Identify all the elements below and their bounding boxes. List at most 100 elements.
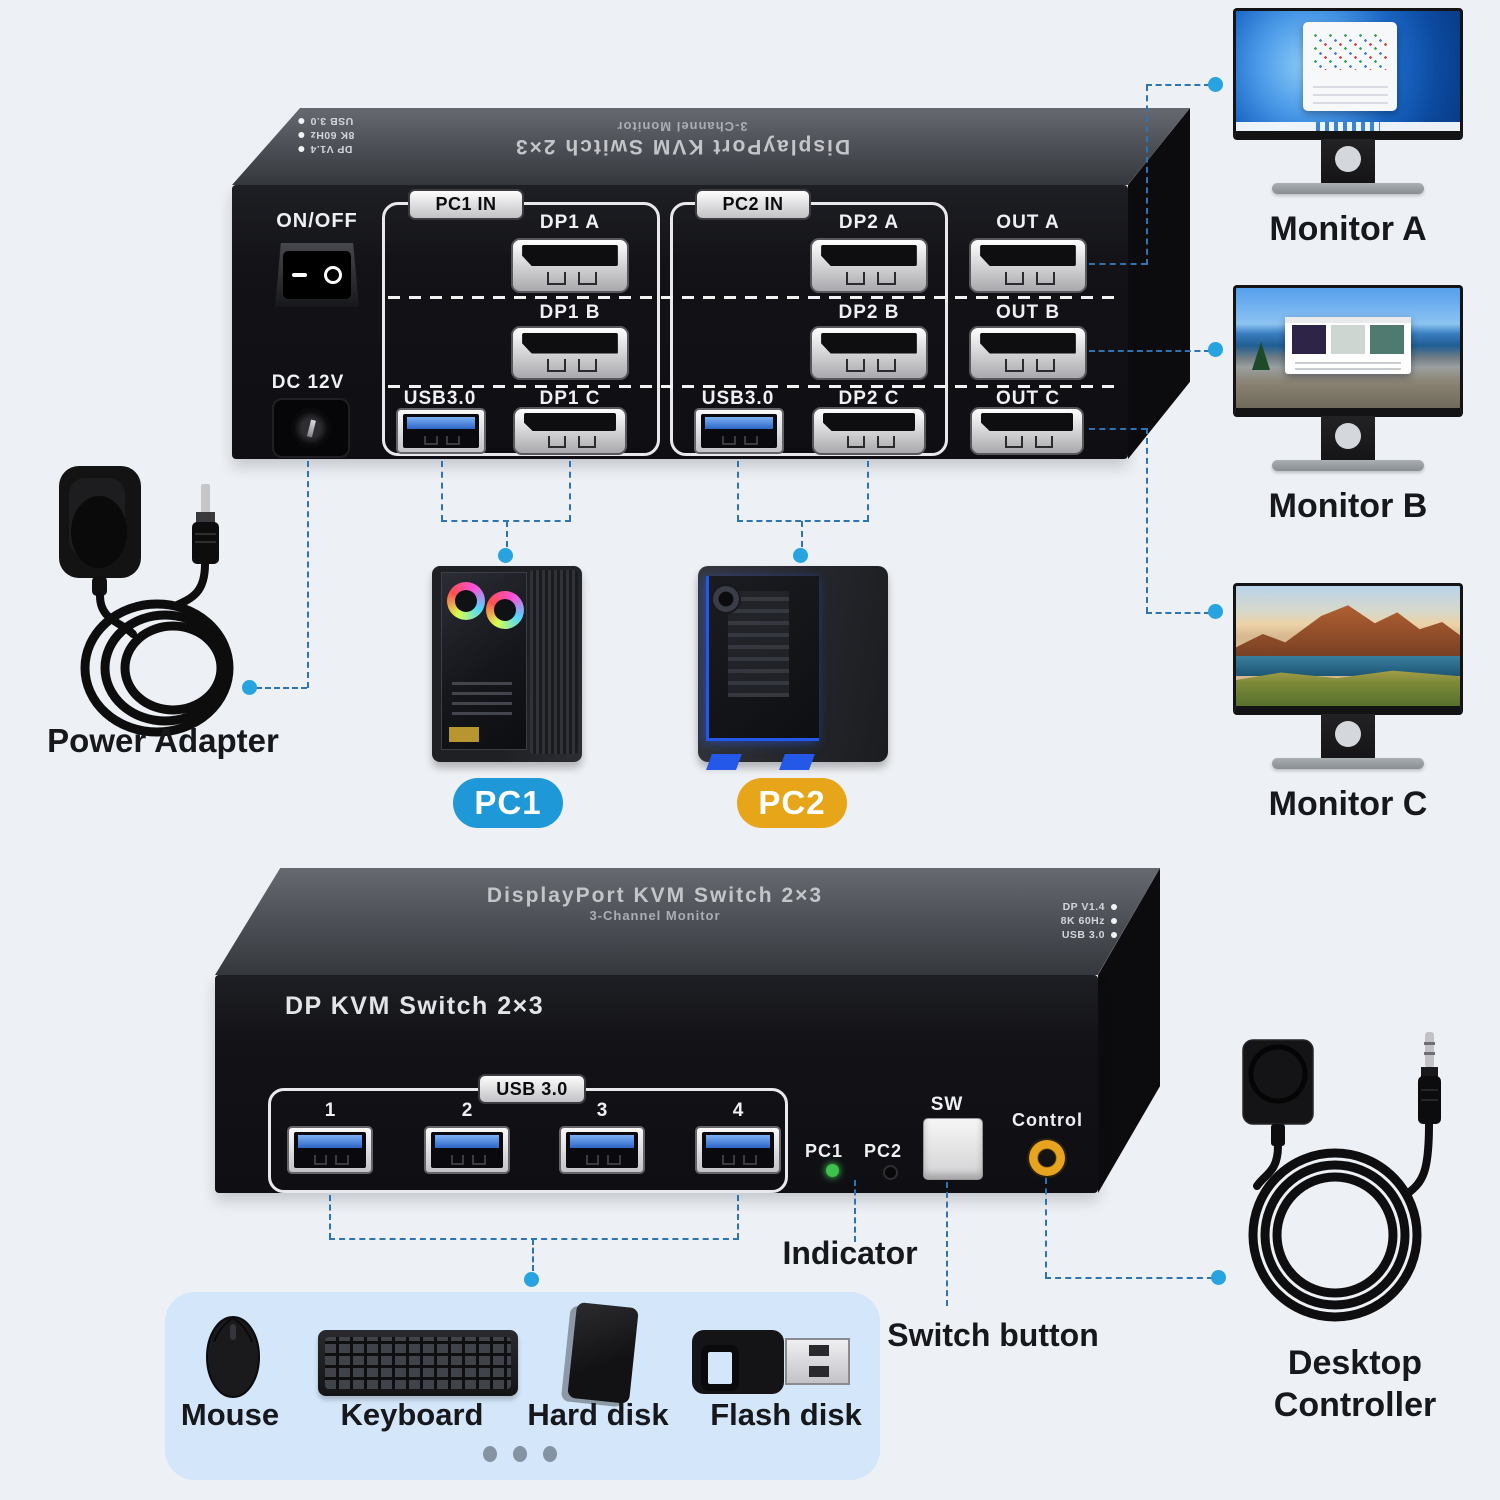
front-usb-port-3 (559, 1126, 645, 1174)
usb-group-badge: USB 3.0 (478, 1074, 586, 1104)
led-dot-icon (1111, 918, 1117, 924)
outa-port (969, 238, 1087, 293)
usb-bracket-line (737, 1195, 739, 1239)
case-fan-icon (711, 583, 742, 614)
monitor-stand (1321, 139, 1375, 183)
usb-port2-number: 2 (461, 1100, 473, 1121)
dp1b-label: DP1 B (539, 302, 601, 323)
usb3-port-pc1 (396, 408, 486, 454)
outb-monitor-line (1089, 350, 1210, 352)
connection-dot (1208, 604, 1223, 619)
power-adapter-image (59, 466, 234, 737)
pc2-bracket-line (737, 520, 869, 522)
pc1-badge: PC1 (453, 778, 563, 828)
connection-dot (1208, 342, 1223, 357)
outb-label: OUT B (995, 302, 1061, 323)
flash-disk-label: Flash disk (710, 1397, 862, 1432)
monitor-base (1272, 460, 1424, 471)
pc1-led (826, 1164, 839, 1177)
pc1-tower-image (432, 566, 582, 762)
connection-dot (1208, 77, 1223, 92)
monitor-stand (1321, 416, 1375, 460)
desktop-controller-callout-line1: Desktop (1287, 1344, 1423, 1382)
rgb-fan-icon (447, 581, 485, 620)
kvm-rear-top-face: DisplayPort KVM Switch 2×3 3-Channel Mon… (232, 108, 1190, 185)
dp2b-label: DP2 B (838, 302, 900, 323)
onoff-label: ON/OFF (276, 210, 358, 232)
switch-callout-line (946, 1182, 948, 1306)
pc1-bracket-line (441, 461, 443, 521)
pc2-bracket-line (867, 461, 869, 521)
usb-port3-number: 3 (596, 1100, 608, 1121)
usb-bracket-line (329, 1195, 331, 1239)
control-label: Control (1012, 1110, 1083, 1130)
dp1c-port (513, 407, 627, 455)
pc2-in-badge: PC2 IN (695, 189, 811, 220)
switch-off-mark (324, 265, 343, 284)
connection-dot (498, 548, 513, 563)
front-panel-title: DP KVM Switch 2×3 (285, 992, 545, 1020)
dc-connection-line (307, 461, 309, 688)
monitor-b: Monitor B (1233, 285, 1463, 526)
usb-bracket-line (532, 1239, 534, 1271)
spec-usb: USB 3.0 (1061, 929, 1105, 941)
connection-dot (793, 548, 808, 563)
monitor-base (1272, 183, 1424, 194)
desktop-controller-callout-line2: Controller (1273, 1386, 1437, 1424)
monitor-b-screen (1233, 285, 1463, 417)
monitor-c-label: Monitor C (1268, 785, 1428, 823)
spec-dp: DP V1.4 (310, 143, 353, 155)
top-face-title: DisplayPort KVM Switch 2×3 (513, 135, 851, 158)
spec-usb: USB 3.0 (310, 115, 354, 127)
outc-monitor-line (1146, 428, 1148, 613)
carousel-dot (513, 1446, 527, 1462)
dc-connection-line (256, 687, 307, 689)
top-face-title: DisplayPort KVM Switch 2×3 (486, 884, 824, 907)
keyboard-icon (318, 1330, 518, 1396)
pc1-indicator-label: PC1 (804, 1141, 843, 1161)
rgb-fan-icon (486, 591, 524, 630)
taskbar (1236, 122, 1460, 131)
flash-disk-icon (692, 1326, 850, 1398)
usb2-label: USB3.0 (701, 388, 775, 409)
mouse-icon (206, 1316, 260, 1398)
monitor-a-label: Monitor A (1269, 210, 1427, 248)
dp2b-port (810, 326, 928, 380)
dp2c-label: DP2 C (838, 388, 900, 409)
kvm-rear-top-specs: DP V1.4 8K 60Hz USB 3.0 (298, 114, 354, 156)
sw-label: SW (930, 1094, 964, 1115)
indicator-callout: Indicator (782, 1235, 918, 1271)
connection-dot (524, 1272, 539, 1287)
dc12v-label: DC 12V (271, 372, 345, 393)
keyboard-label: Keyboard (340, 1397, 484, 1432)
mouse-label: Mouse (180, 1397, 280, 1432)
pc2-badge: PC2 (737, 778, 847, 828)
switch-on-mark (291, 272, 307, 277)
outa-monitor-line (1146, 84, 1210, 86)
lake (1236, 655, 1460, 676)
dp2a-label: DP2 A (838, 212, 900, 233)
hard-disk-label: Hard disk (527, 1397, 669, 1432)
top-face-subtitle: 3-Channel Monitor (616, 119, 748, 134)
outc-port (970, 407, 1084, 455)
outc-monitor-line (1146, 612, 1210, 614)
connection-dot (1211, 1270, 1226, 1285)
outc-monitor-line (1089, 428, 1147, 430)
top-face-subtitle: 3-Channel Monitor (589, 908, 721, 923)
monitor-stand (1321, 714, 1375, 758)
monitor-a-screen (1233, 8, 1463, 140)
dc-power-port (272, 398, 350, 458)
pc2-tower-image (698, 566, 888, 770)
row-separator (388, 296, 1120, 299)
row-separator (388, 385, 1120, 388)
pc1-in-badge: PC1 IN (408, 189, 524, 220)
outa-label: OUT A (996, 212, 1060, 233)
front-usb-port-1 (287, 1126, 373, 1174)
spec-dp: DP V1.4 (1062, 901, 1105, 913)
pc1-bracket-line (506, 521, 508, 547)
led-dot-icon (298, 146, 304, 152)
power-adapter-label: Power Adapter (47, 722, 279, 759)
control-jack (1029, 1140, 1065, 1176)
indicator-callout-line (854, 1180, 856, 1242)
